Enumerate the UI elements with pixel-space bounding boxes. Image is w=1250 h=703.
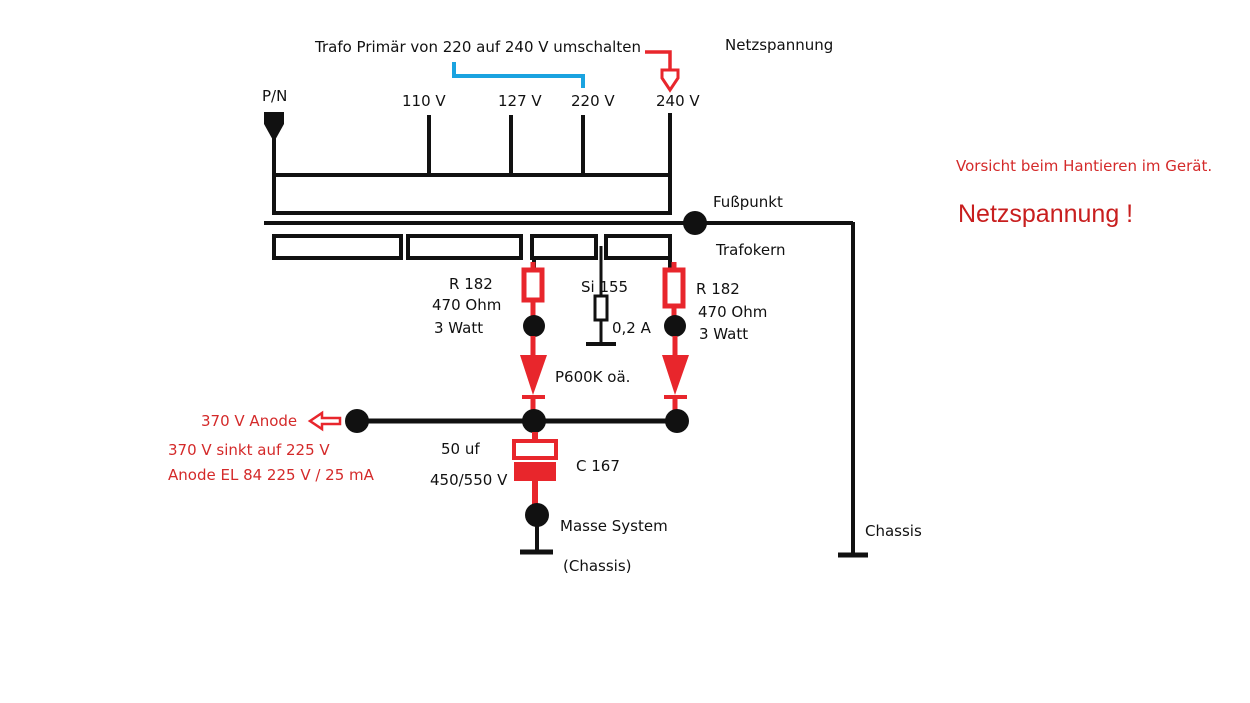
ground-label: Masse System [560, 517, 668, 535]
core-label: Trafokern [716, 241, 786, 259]
cap-plate-bottom [514, 462, 556, 481]
caution-text: Vorsicht beim Hantieren im Gerät. [956, 157, 1213, 175]
anode-node [345, 409, 369, 433]
tap-127-label: 127 V [498, 92, 542, 110]
tap-240-label: 240 V [656, 92, 700, 110]
anode-note-1: 370 V sinkt auf 225 V [168, 441, 330, 459]
secondary-winding-3 [530, 234, 598, 260]
cap-voltage-label: 450/550 V [430, 471, 508, 489]
ground-note-label: (Chassis) [563, 557, 632, 575]
secondary-winding-2 [406, 234, 523, 260]
fuse-symbol [593, 294, 609, 322]
tap-110-label: 110 V [402, 92, 446, 110]
right-diode [662, 355, 689, 395]
right-rail-node [665, 409, 689, 433]
foot-point-label: Fußpunkt [713, 193, 783, 211]
pn-arrow-icon [264, 112, 284, 142]
switch-arrow [645, 50, 672, 70]
center-node [522, 409, 546, 433]
cap-name-label: C 167 [576, 457, 620, 475]
anode-arrow-icon [307, 410, 342, 432]
left-node [523, 315, 545, 337]
primary-winding [272, 173, 672, 215]
fuse-name-label: Si 155 [581, 278, 629, 296]
secondary-winding-4 [604, 234, 672, 260]
right-node [664, 315, 686, 337]
left-resistor-name: R 182 [449, 275, 493, 293]
cap-value-label: 50 uf [441, 440, 480, 458]
switch-arrow-head [660, 68, 680, 93]
mains-voltage-label: Netzspannung [725, 36, 834, 54]
left-resistor [521, 267, 545, 303]
left-resistor-power: 3 Watt [434, 319, 484, 337]
secondary-winding-1 [272, 234, 403, 260]
switch-bracket [452, 62, 585, 88]
right-resistor [662, 267, 686, 309]
ground-node [525, 503, 549, 527]
switch-instruction-label: Trafo Primär von 220 auf 240 V umschalte… [315, 38, 641, 56]
warning-headline: Netzspannung ! [958, 200, 1134, 228]
diode-label: P600K oä. [555, 368, 631, 386]
pn-label: P/N [262, 87, 288, 105]
left-resistor-value: 470 Ohm [432, 296, 502, 314]
tap-220-label: 220 V [571, 92, 615, 110]
right-resistor-power: 3 Watt [699, 325, 749, 343]
anode-out-label: 370 V Anode [201, 412, 298, 430]
anode-note-2: Anode EL 84 225 V / 25 mA [168, 466, 374, 484]
chassis-label: Chassis [865, 522, 922, 540]
right-resistor-name: R 182 [696, 280, 740, 298]
fuse-rating-label: 0,2 A [612, 319, 651, 337]
left-diode [520, 355, 547, 395]
cap-plate-top [512, 439, 558, 460]
right-resistor-value: 470 Ohm [698, 303, 768, 321]
